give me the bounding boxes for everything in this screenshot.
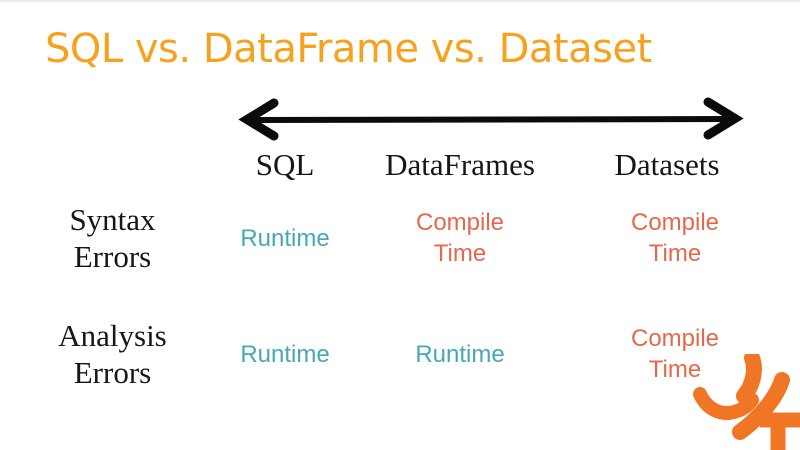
column-header-sql: SQL xyxy=(255,147,315,182)
cell-analysis-dataframes: Runtime xyxy=(415,340,505,368)
cell-analysis-sql: Runtime xyxy=(240,340,330,368)
row-label-analysis-errors: Analysis Errors xyxy=(58,318,167,390)
slide-title: SQL vs. DataFrame vs. Dataset xyxy=(45,26,652,72)
cell-analysis-datasets: Compile Time xyxy=(630,325,720,383)
column-header-dataframes: DataFrames xyxy=(385,147,535,182)
column-header-datasets: Datasets xyxy=(614,147,720,182)
cell-syntax-dataframes: Compile Time xyxy=(415,209,505,267)
cell-syntax-sql: Runtime xyxy=(240,224,330,252)
double-headed-arrow-icon xyxy=(238,97,744,141)
cell-syntax-datasets: Compile Time xyxy=(630,209,720,267)
row-label-syntax-errors: Syntax Errors xyxy=(69,202,156,274)
spark-logo-icon xyxy=(693,354,800,450)
